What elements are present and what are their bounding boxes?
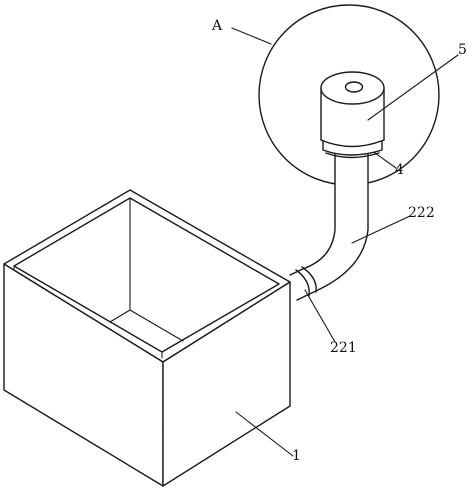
cap-bottom-edge xyxy=(320,139,385,148)
leader-upper-pipe-222 xyxy=(351,215,411,244)
leader-ring-4 xyxy=(374,152,397,169)
cap-top-face xyxy=(320,71,385,105)
label-ring: 4 xyxy=(395,162,404,178)
coupling-ring xyxy=(301,266,317,293)
cap-hole xyxy=(344,81,364,93)
ring-outline xyxy=(322,139,383,156)
pipe-right-edge xyxy=(296,152,369,301)
pipe-assembly xyxy=(289,152,369,301)
pipe-fill xyxy=(290,153,368,300)
label-cap: 5 xyxy=(458,42,467,58)
box-inner-opening xyxy=(13,197,280,353)
box-inner-floor-right xyxy=(129,309,184,342)
label-upper-pipe: 222 xyxy=(408,205,435,221)
leader-cap-5 xyxy=(367,54,459,121)
box-part xyxy=(3,189,291,487)
pipe-left-edge xyxy=(289,152,336,276)
label-detail-a: A xyxy=(211,18,223,34)
box-right-face xyxy=(162,281,291,487)
ring-bottom-edge xyxy=(325,152,380,159)
leader-detail-a xyxy=(231,27,272,45)
label-box: 1 xyxy=(292,448,301,464)
leader-lines xyxy=(231,27,459,457)
coupling-ring-inner xyxy=(295,269,310,297)
cap-part xyxy=(320,71,385,148)
callout-labels: A 5 4 222 221 1 xyxy=(211,18,467,464)
leader-box-1 xyxy=(235,411,294,457)
label-lower-pipe: 221 xyxy=(330,340,357,356)
leader-lower-pipe-221 xyxy=(304,289,336,343)
box-inner-floor-left xyxy=(109,309,131,323)
